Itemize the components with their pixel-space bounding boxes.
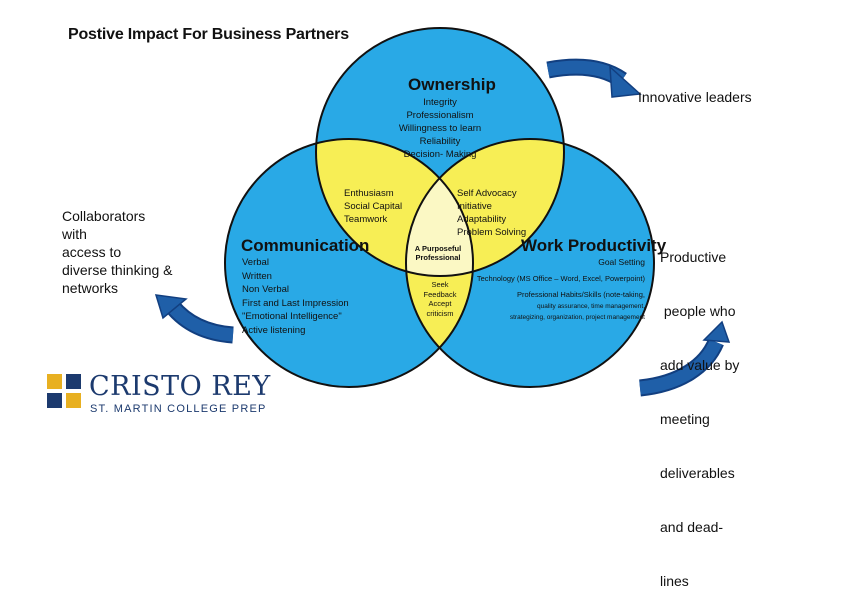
list-item: Professionalism	[406, 110, 474, 121]
list-item: Written	[242, 270, 272, 282]
list-item: Teamwork	[344, 214, 388, 225]
list-item: diverse thinking &	[62, 262, 173, 278]
list-item: Self Advocacy	[457, 188, 517, 199]
list-item: Productive	[660, 249, 727, 265]
work-productivity-list: Goal Setting Technology (MS Office – Wor…	[473, 256, 645, 323]
ownership-heading: Ownership	[408, 75, 496, 94]
center-line: Professional	[415, 253, 461, 262]
arrow-top-right	[546, 58, 642, 98]
venn-diagram	[47, 27, 731, 408]
work-productivity-heading: Work Productivity	[521, 236, 667, 255]
list-item: networks	[62, 280, 119, 296]
list-item: deliverables	[660, 465, 735, 481]
list-item: Professional Habits/Skills (note-taking,	[517, 290, 645, 299]
list-item: Initiative	[457, 201, 492, 212]
list-item: criticism	[426, 308, 454, 318]
outcome-innovative-leaders: Innovative leaders	[638, 89, 752, 105]
outcome-collaborators: Collaborators with access to diverse thi…	[62, 207, 173, 297]
list-item: Non Verbal	[242, 284, 290, 295]
outcome-productive-people: Productive people who add value by meeti…	[660, 212, 739, 608]
list-item: add value by	[660, 357, 740, 373]
overlap-ownership-work-list: Self Advocacy Initiative Adaptability Pr…	[457, 187, 526, 239]
list-item: Enthusiasm	[344, 188, 394, 199]
ownership-list: Integrity Professionalism Willingness to…	[380, 96, 500, 161]
list-item: Decision- Making	[403, 149, 477, 160]
list-item: lines	[660, 573, 689, 589]
list-item: Problem Solving	[457, 227, 527, 238]
list-item: strategizing, organization, project mana…	[509, 314, 645, 321]
communication-list: Verbal Written Non Verbal First and Last…	[242, 256, 349, 337]
list-item: Reliability	[419, 136, 461, 147]
list-item: Integrity	[423, 97, 457, 108]
list-item: meeting	[660, 411, 710, 427]
logo-name: CRISTO REY	[89, 371, 271, 402]
list-item: quality assurance, time management,	[536, 303, 645, 310]
arrow-bottom-right	[638, 320, 731, 397]
list-item: Active listening	[242, 324, 306, 336]
cristo-rey-logo-icon	[47, 374, 81, 408]
list-item: First and Last Impression	[242, 297, 349, 309]
list-item: Accept	[428, 299, 452, 308]
page-title: Postive Impact For Business Partners	[68, 26, 349, 43]
list-item: Willingness to learn	[398, 123, 482, 134]
overlap-ownership-communication-list: Enthusiasm Social Capital Teamwork	[344, 187, 402, 226]
arrow-left	[154, 294, 234, 344]
list-item: and dead-	[660, 519, 724, 535]
list-item: Social Capital	[344, 201, 403, 212]
list-item: with	[62, 226, 87, 242]
overlap-communication-work-list: Seek Feedback Accept criticism	[418, 280, 462, 318]
center-line: A Purposeful	[414, 244, 462, 253]
list-item: people who	[660, 303, 736, 319]
communication-heading: Communication	[241, 236, 370, 255]
list-item: "Emotional Intelligence"	[242, 311, 342, 322]
list-item: access to	[62, 244, 122, 260]
list-item: Seek	[431, 280, 449, 289]
list-item: Adaptability	[457, 214, 507, 225]
list-item: Feedback	[423, 289, 457, 299]
list-item: Technology (MS Office – Word, Excel, Pow…	[476, 274, 645, 283]
list-item: Collaborators	[62, 208, 146, 224]
list-item: Goal Setting	[598, 257, 645, 267]
center-label: A Purposeful Professional	[410, 244, 466, 262]
list-item: Verbal	[242, 257, 269, 268]
logo-subtitle: ST. MARTIN COLLEGE PREP	[90, 403, 267, 415]
